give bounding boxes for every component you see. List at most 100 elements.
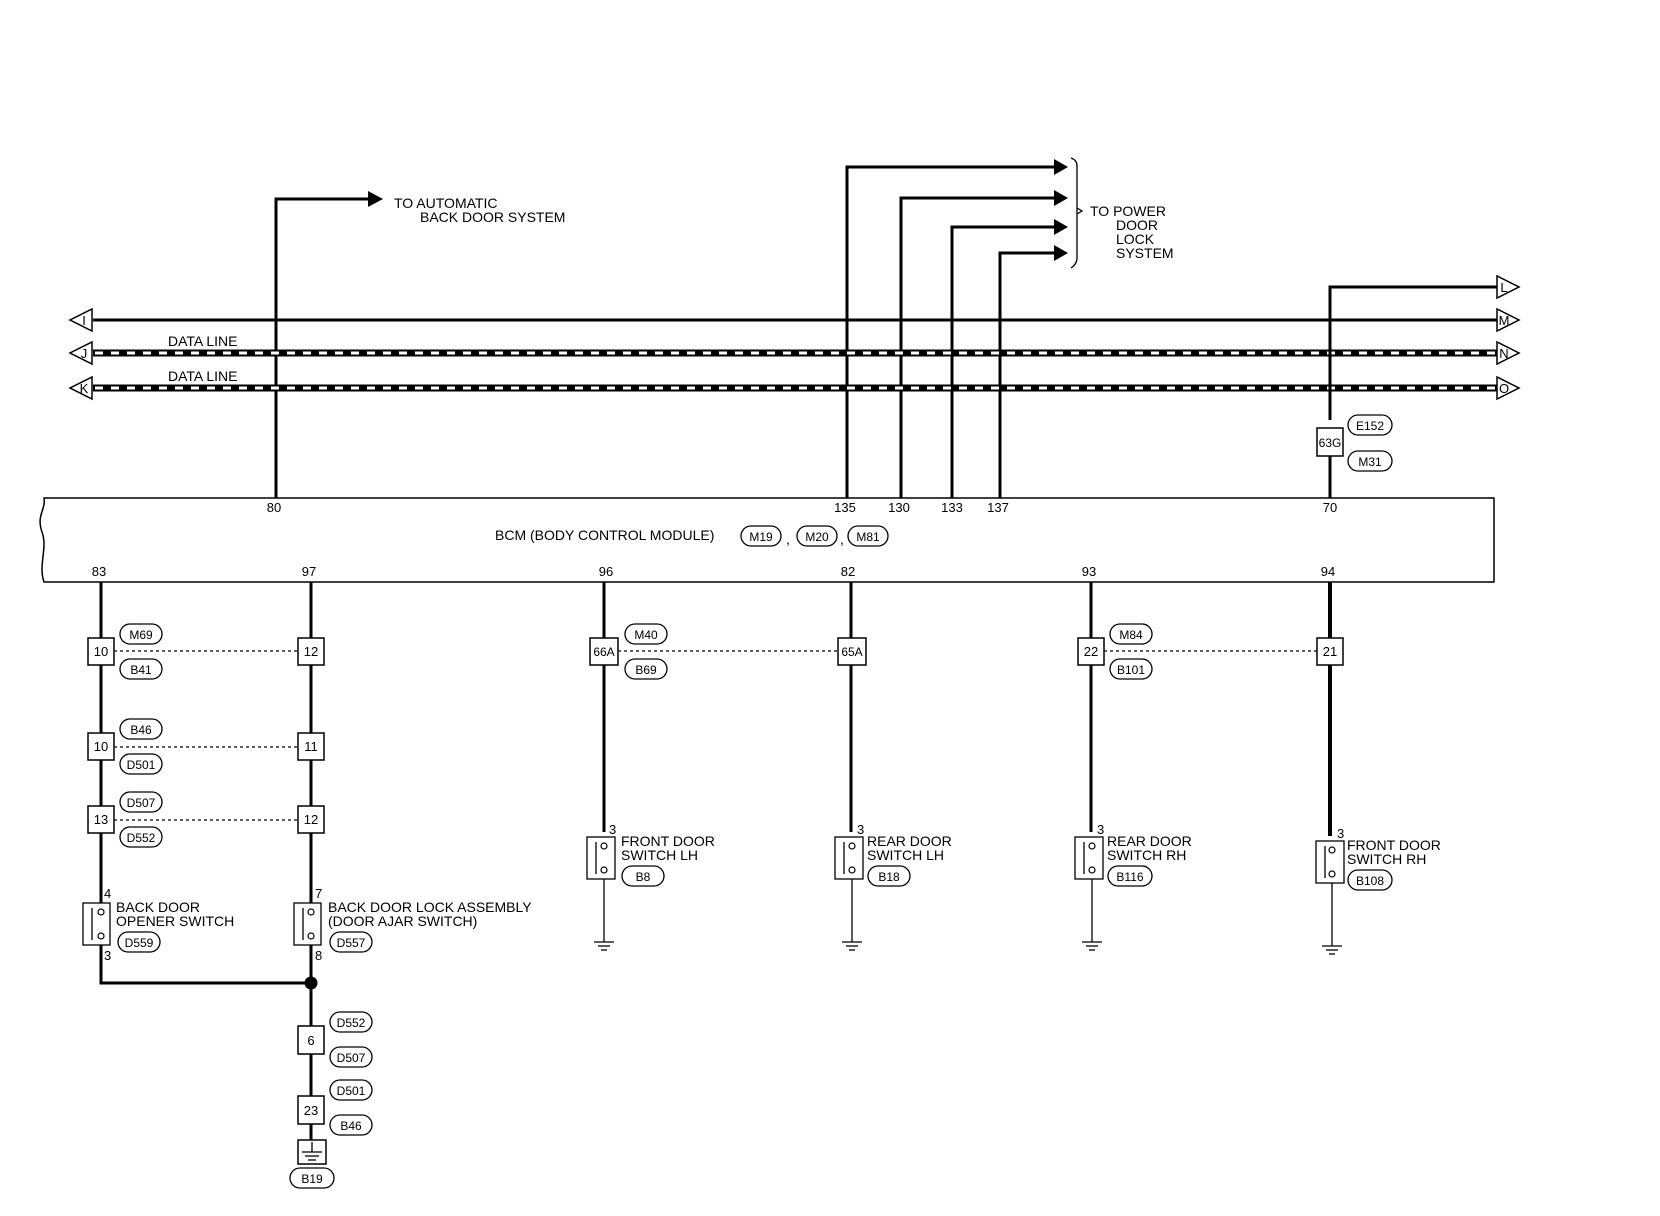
- flag-i: I: [82, 313, 86, 328]
- row1-left-b: 12: [304, 644, 318, 659]
- ground-c2-lower: B46: [340, 1119, 362, 1133]
- row2-connectors: 10 11 B46 D501: [87, 718, 325, 775]
- bcm-pin-135: 135: [834, 500, 856, 515]
- front-door-switch-rh: 3 FRONT DOOR SWITCH RH B108: [1315, 826, 1441, 955]
- rear-rh-label-1: REAR DOOR: [1107, 833, 1192, 849]
- connector-63g-upper: E152: [1356, 419, 1384, 433]
- bcm-sep-1: ,: [786, 531, 790, 547]
- row1-right-a: 22: [1084, 644, 1098, 659]
- flag-k: K: [80, 381, 89, 396]
- row1-mid-upper: M40: [634, 628, 658, 642]
- splice-point: [304, 976, 318, 990]
- front-lh-label-1: FRONT DOOR: [621, 833, 715, 849]
- front-rh-label-1: FRONT DOOR: [1347, 837, 1441, 853]
- row1-mid-a: 66A: [593, 645, 614, 659]
- rear-rh-pin: 3: [1097, 822, 1104, 837]
- back-opener-label-2: OPENER SWITCH: [116, 913, 234, 929]
- back-opener-connector: D559: [125, 936, 154, 950]
- bus-left-flags: I J K: [68, 307, 93, 401]
- row2-a: 10: [94, 739, 108, 754]
- power-door-lock-label-4: SYSTEM: [1116, 245, 1174, 261]
- front-lh-connector: B8: [636, 870, 651, 884]
- row1-right-upper: M84: [1119, 628, 1143, 642]
- back-lock-pin-bottom: 8: [315, 948, 322, 963]
- bcm-pin-133: 133: [941, 500, 963, 515]
- row3-upper: D507: [127, 796, 156, 810]
- back-lock-label-2: (DOOR AJAR SWITCH): [328, 913, 477, 929]
- rear-lh-connector: B18: [878, 870, 900, 884]
- ground-connector: B19: [301, 1172, 323, 1186]
- row1-left-a: 10: [94, 644, 108, 659]
- bcm-pin-96: 96: [599, 564, 613, 579]
- auto-back-door-label-2: BACK DOOR SYSTEM: [420, 209, 565, 225]
- back-opener-label-1: BACK DOOR: [116, 899, 200, 915]
- row3-connectors: 13 12 D507 D552: [87, 791, 325, 848]
- ground-c1-upper: D552: [337, 1016, 366, 1030]
- ground-chain: 6 D552 D507 23 D501 B46 B19: [289, 1011, 373, 1189]
- bcm-pin-137: 137: [987, 500, 1009, 515]
- row1-left-upper: M69: [129, 628, 153, 642]
- row1-mid-lower: B69: [635, 663, 657, 677]
- flag-m: M: [1499, 313, 1510, 328]
- bcm-connector-m81: M81: [856, 530, 880, 544]
- flag-o: O: [1499, 381, 1509, 396]
- bcm-pin-94: 94: [1321, 564, 1335, 579]
- bcm-pin-130: 130: [888, 500, 910, 515]
- data-line-label-2: DATA LINE: [168, 368, 238, 384]
- ground-c2-num: 23: [304, 1103, 318, 1118]
- row3-b: 12: [304, 812, 318, 827]
- back-door-lock-switch: 7 8 BACK DOOR LOCK ASSEMBLY (DOOR AJAR S…: [293, 886, 532, 963]
- bcm-title: BCM (BODY CONTROL MODULE): [495, 527, 714, 543]
- row3-a: 13: [94, 812, 108, 827]
- connector-63g-lower: M31: [1358, 455, 1382, 469]
- bcm-connector-m20: M20: [805, 530, 829, 544]
- auto-back-door-output: TO AUTOMATIC BACK DOOR SYSTEM: [274, 191, 565, 498]
- flag-l: L: [1500, 280, 1507, 295]
- rear-lh-label-2: SWITCH LH: [867, 847, 944, 863]
- bcm-pin-83: 83: [92, 564, 106, 579]
- front-door-switch-lh: 3 FRONT DOOR SWITCH LH B8: [586, 822, 715, 951]
- row1-connectors: 10 12 M69 B41 66A 65A M40 B69 22 21 M84 …: [87, 623, 1344, 680]
- ground-c1-lower: D507: [337, 1051, 366, 1065]
- front-rh-pin: 3: [1337, 826, 1344, 841]
- rear-door-switch-rh: 3 REAR DOOR SWITCH RH B116: [1074, 822, 1192, 951]
- back-opener-pin-bottom: 3: [104, 948, 111, 963]
- bcm-pin-80: 80: [267, 500, 281, 515]
- rear-rh-label-2: SWITCH RH: [1107, 847, 1186, 863]
- row1-left-lower: B41: [130, 663, 152, 677]
- row3-lower: D552: [127, 831, 156, 845]
- power-door-lock-outputs: TO POWER DOOR LOCK SYSTEM: [845, 157, 1174, 498]
- ground-icon: [297, 1139, 327, 1165]
- row2-b: 11: [304, 739, 318, 754]
- ground-c1-num: 6: [307, 1033, 314, 1048]
- bus-lines: DATA LINE DATA LINE: [93, 285, 1497, 420]
- front-lh-pin: 3: [609, 822, 616, 837]
- bcm-pin-97: 97: [302, 564, 316, 579]
- row1-right-b: 21: [1323, 644, 1337, 659]
- row1-mid-b: 65A: [841, 645, 862, 659]
- bcm-connector-m19: M19: [749, 530, 773, 544]
- flag-j: J: [81, 346, 88, 361]
- row1-right-lower: B101: [1117, 663, 1145, 677]
- rear-lh-label-1: REAR DOOR: [867, 833, 952, 849]
- bcm-sep-2: ,: [840, 531, 844, 547]
- flag-n: N: [1499, 346, 1508, 361]
- rear-rh-connector: B116: [1116, 870, 1143, 884]
- data-line-label-1: DATA LINE: [168, 333, 238, 349]
- bcm-module: 80 135 130 133 137 70 BCM (BODY CONTROL …: [39, 497, 1495, 583]
- rear-door-switch-lh: 3 REAR DOOR SWITCH LH B18: [834, 822, 952, 951]
- front-rh-connector: B108: [1356, 874, 1384, 888]
- front-lh-label-2: SWITCH LH: [621, 847, 698, 863]
- back-door-opener-switch: 4 3 BACK DOOR OPENER SWITCH D559: [82, 886, 234, 963]
- back-lock-connector: D557: [337, 936, 366, 950]
- connector-63g: 63G E152 M31: [1316, 414, 1393, 498]
- back-lock-pin-top: 7: [315, 886, 322, 901]
- bottom-wires: [99, 582, 1332, 904]
- back-lock-label-1: BACK DOOR LOCK ASSEMBLY: [328, 899, 532, 915]
- power-door-lock-label-3: LOCK: [1116, 231, 1155, 247]
- row2-lower: D501: [127, 758, 156, 772]
- power-door-lock-label-2: DOOR: [1116, 217, 1158, 233]
- row2-upper: B46: [130, 723, 152, 737]
- front-rh-label-2: SWITCH RH: [1347, 851, 1426, 867]
